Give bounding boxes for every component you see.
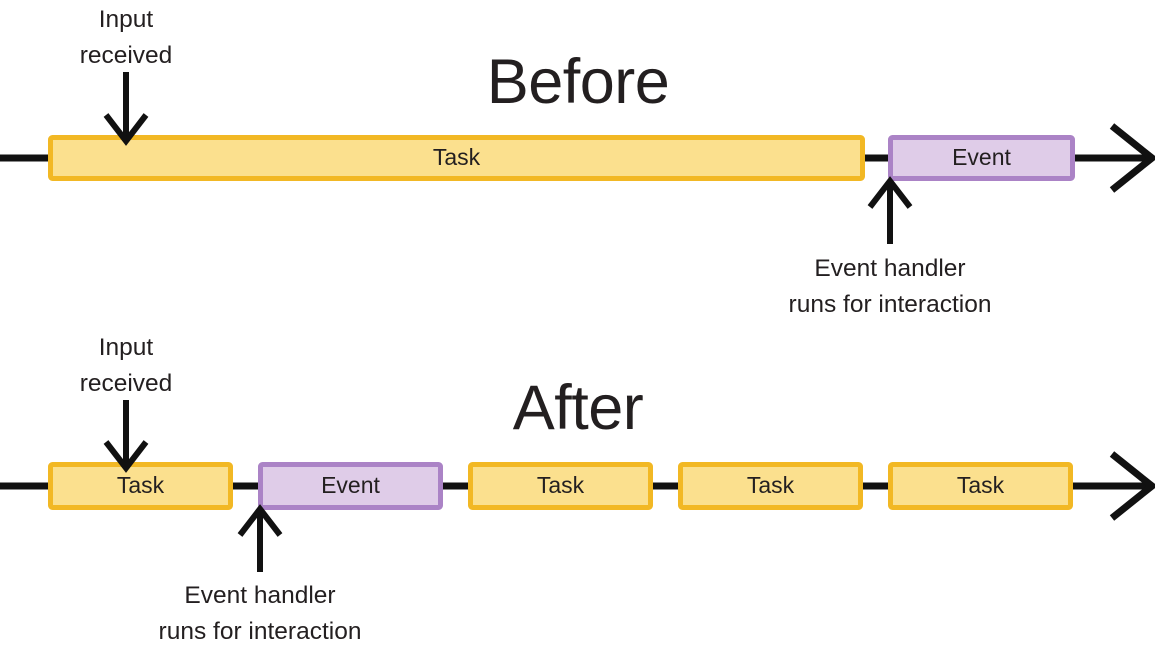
event-block[interactable] — [258, 462, 443, 510]
timeline-arrowhead — [1109, 123, 1155, 193]
annotation-text-line: Event handler — [814, 255, 965, 282]
task-block-label: Task — [537, 472, 585, 498]
task-block[interactable] — [48, 462, 233, 510]
section-title-after: After — [513, 373, 644, 443]
annotation-text-line: runs for interaction — [159, 618, 362, 645]
event-block[interactable] — [888, 135, 1075, 181]
annotation-arrowhead-up — [237, 504, 283, 537]
annotation-arrowhead-down — [103, 113, 149, 146]
annotation-text-line: Event handler — [184, 582, 335, 609]
annotation-arrowhead-up — [867, 176, 913, 209]
task-block[interactable] — [48, 135, 865, 181]
annotation-arrowhead-down — [103, 440, 149, 473]
section-after: Task Event Task Task Task After Input receivedE… — [0, 334, 1155, 645]
annotation-event-handler-after: Event handler runs for interaction — [159, 504, 362, 645]
task-block-label: Task — [433, 144, 481, 170]
annotation-text-line: Input — [99, 6, 154, 33]
task-block-label: Task — [957, 472, 1005, 498]
task-block-label: Task — [117, 472, 165, 498]
event-block-label: Event — [952, 144, 1011, 170]
annotation-text-line: Input — [99, 334, 154, 361]
event-block-label: Event — [321, 472, 380, 498]
annotation-input-received-after: Input received — [80, 334, 173, 473]
section-title-before: Before — [487, 47, 670, 117]
task-block[interactable] — [888, 462, 1073, 510]
annotation-text-line: received — [80, 370, 173, 397]
timeline-arrowhead — [1109, 451, 1155, 521]
annotation-input-received-before: Input received — [80, 6, 173, 146]
annotation-text-line: received — [80, 42, 173, 69]
annotation-event-handler-before: Event handler runs for interaction — [789, 176, 992, 318]
task-block[interactable] — [468, 462, 653, 510]
task-block-label: Task — [747, 472, 795, 498]
annotation-text-line: runs for interaction — [789, 291, 992, 318]
task-block[interactable] — [678, 462, 863, 510]
